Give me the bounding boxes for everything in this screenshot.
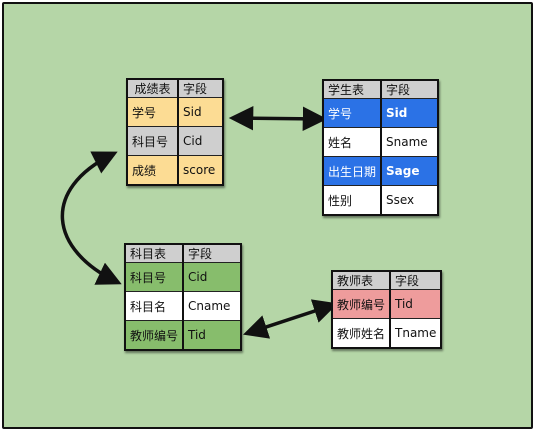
field-header: 字段 [177, 78, 224, 98]
score-table: 成绩表 字段 学号 Sid 科目号 Cid 成绩 score [126, 78, 224, 186]
row-field: Sage [380, 156, 439, 186]
table-row: 学号 Sid [322, 98, 439, 128]
table-row: 教师编号 Tid [331, 289, 442, 319]
row-field: Cid [182, 262, 242, 292]
table-row: 性别 Ssex [322, 185, 439, 216]
row-field: Tname [389, 318, 442, 349]
table-name: 教师表 [331, 270, 391, 290]
row-label: 姓名 [322, 127, 382, 157]
table-row: 出生日期 Sage [322, 156, 439, 186]
table-header: 学生表 字段 [322, 79, 439, 99]
table-header: 教师表 字段 [331, 270, 442, 290]
field-header: 字段 [389, 270, 442, 290]
table-name: 科目表 [124, 243, 184, 263]
row-label: 成绩 [126, 155, 179, 186]
table-row: 教师编号 Tid [124, 320, 242, 351]
table-row: 科目名 Cname [124, 291, 242, 321]
table-row: 学号 Sid [126, 97, 224, 127]
row-field: Cname [182, 291, 242, 321]
student-table: 学生表 字段 学号 Sid 姓名 Sname 出生日期 Sage 性别 Ssex [322, 79, 440, 216]
table-name: 成绩表 [126, 78, 179, 98]
row-label: 科目号 [124, 262, 184, 292]
diagram-frame [2, 2, 533, 429]
row-label: 科目名 [124, 291, 184, 321]
table-name: 学生表 [322, 79, 382, 99]
field-header: 字段 [182, 243, 242, 263]
row-label: 教师编号 [331, 289, 391, 319]
row-field: Tid [182, 320, 242, 351]
row-label: 出生日期 [322, 156, 382, 186]
row-label: 教师姓名 [331, 318, 391, 349]
row-label: 性别 [322, 185, 382, 216]
row-field: Sid [380, 98, 439, 128]
row-field: Tid [389, 289, 442, 319]
row-field: Cid [177, 126, 224, 156]
row-field: Sid [177, 97, 224, 127]
table-row: 科目号 Cid [126, 126, 224, 156]
row-label: 科目号 [126, 126, 179, 156]
row-field: score [177, 155, 224, 186]
table-row: 教师姓名 Tname [331, 318, 442, 349]
row-field: Ssex [380, 185, 439, 216]
row-label: 学号 [322, 98, 382, 128]
table-row: 成绩 score [126, 155, 224, 186]
table-header: 科目表 字段 [124, 243, 242, 263]
row-field: Sname [380, 127, 439, 157]
row-label: 教师编号 [124, 320, 184, 351]
field-header: 字段 [380, 79, 439, 99]
table-row: 姓名 Sname [322, 127, 439, 157]
row-label: 学号 [126, 97, 179, 127]
table-row: 科目号 Cid [124, 262, 242, 292]
teacher-table: 教师表 字段 教师编号 Tid 教师姓名 Tname [331, 270, 443, 349]
table-header: 成绩表 字段 [126, 78, 224, 98]
course-table: 科目表 字段 科目号 Cid 科目名 Cname 教师编号 Tid [124, 243, 243, 351]
